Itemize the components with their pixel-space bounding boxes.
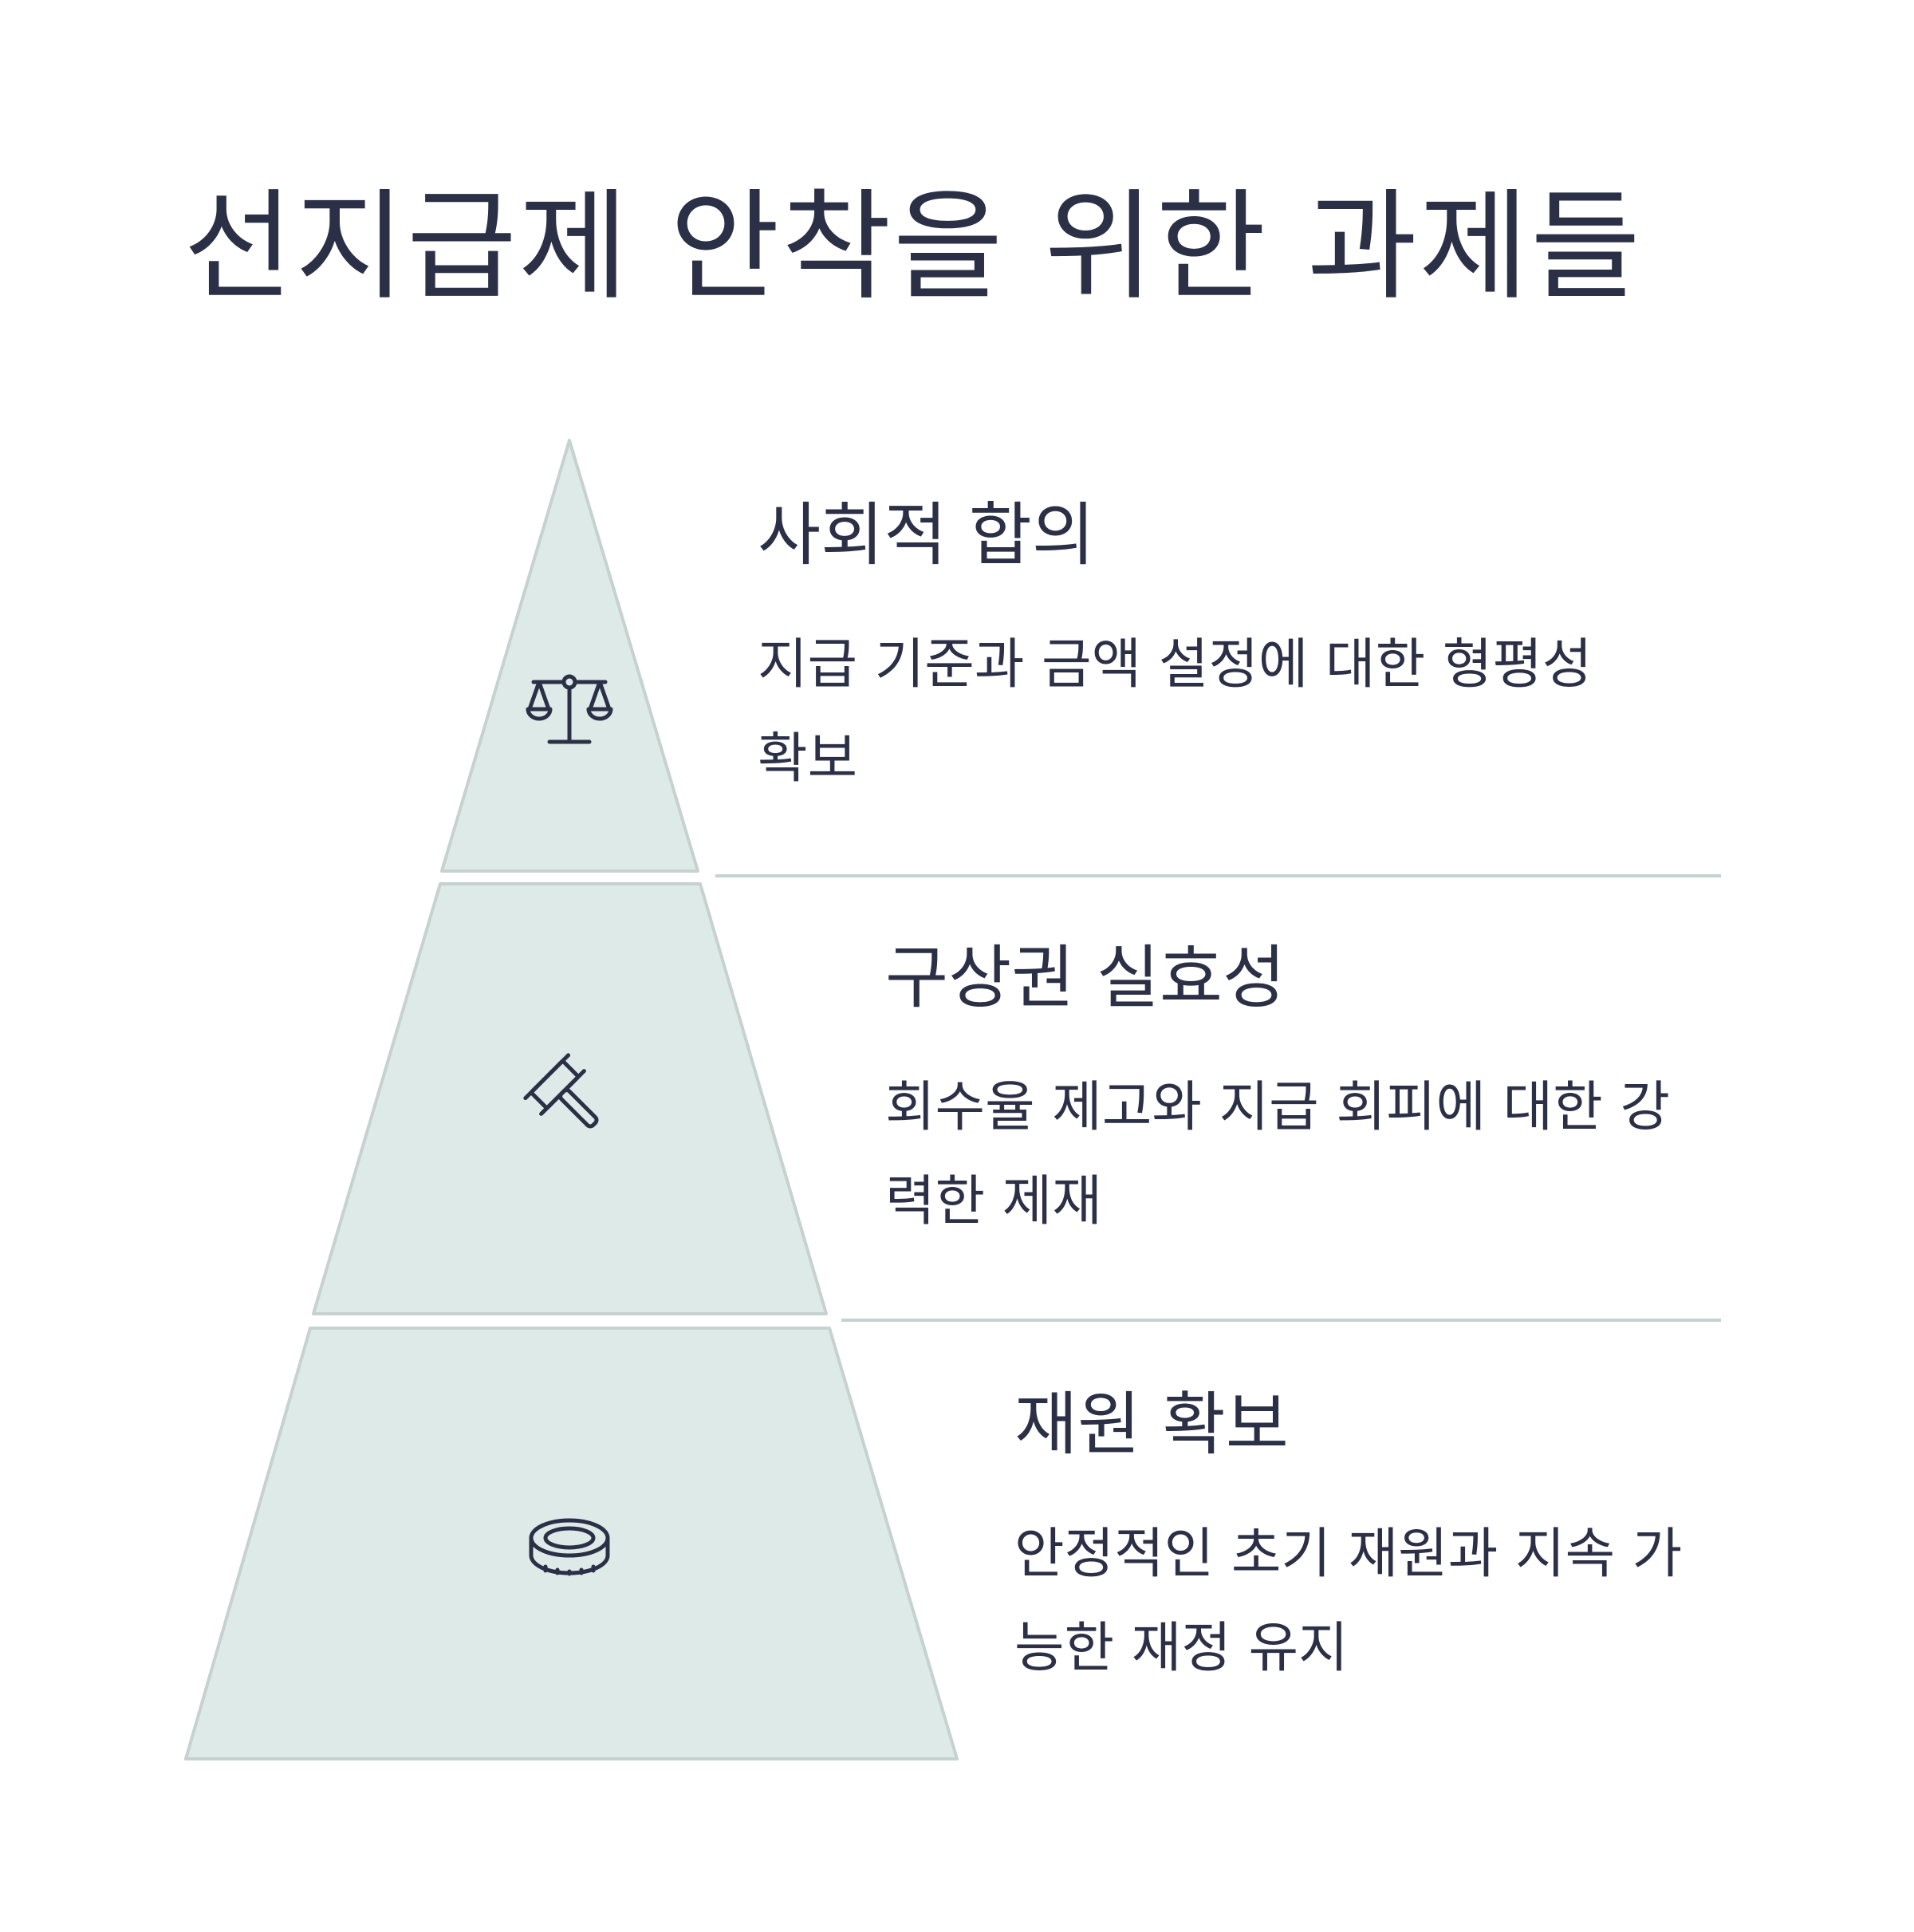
tier-2-text: 구상권 실효성 회수율 제고와 지급 회피에 대한 강력한 제재	[885, 937, 1670, 1249]
tier-2-description: 회수율 제고와 지급 회피에 대한 강력한 제재	[885, 1076, 1670, 1234]
pyramid-tier-1-shape	[440, 439, 699, 873]
tier-1-description: 지급 기준과 금액 설정에 대한 형평성 확보	[758, 633, 1593, 791]
pyramid-tier-2	[312, 882, 828, 1315]
tier-3-heading: 재원 확보	[1014, 1385, 1289, 1465]
tier-1-text: 사회적 합의 지급 기준과 금액 설정에 대한 형평성 확보	[758, 495, 1715, 806]
coin-icon	[529, 1518, 610, 1576]
tier-3-text: 재원 확보 안정적인 초기 재원과 지속 가능한 재정 유지	[1014, 1384, 1764, 1696]
pyramid-tier-3	[184, 1327, 959, 1760]
scale-icon	[526, 674, 613, 744]
pyramid-tier-1	[440, 439, 699, 873]
pyramid-tier-2-shape	[312, 882, 828, 1315]
gavel-icon	[523, 1053, 599, 1129]
page-title: 선지급제 안착을 위한 과제들	[183, 178, 1643, 317]
tier-3-description: 안정적인 초기 재원과 지속 가능한 재정 유지	[1014, 1523, 1683, 1681]
tier-1-heading: 사회적 합의	[758, 495, 1095, 575]
pyramid-tier-3-shape	[184, 1327, 959, 1760]
tier-2-heading: 구상권 실효성	[885, 938, 1286, 1018]
